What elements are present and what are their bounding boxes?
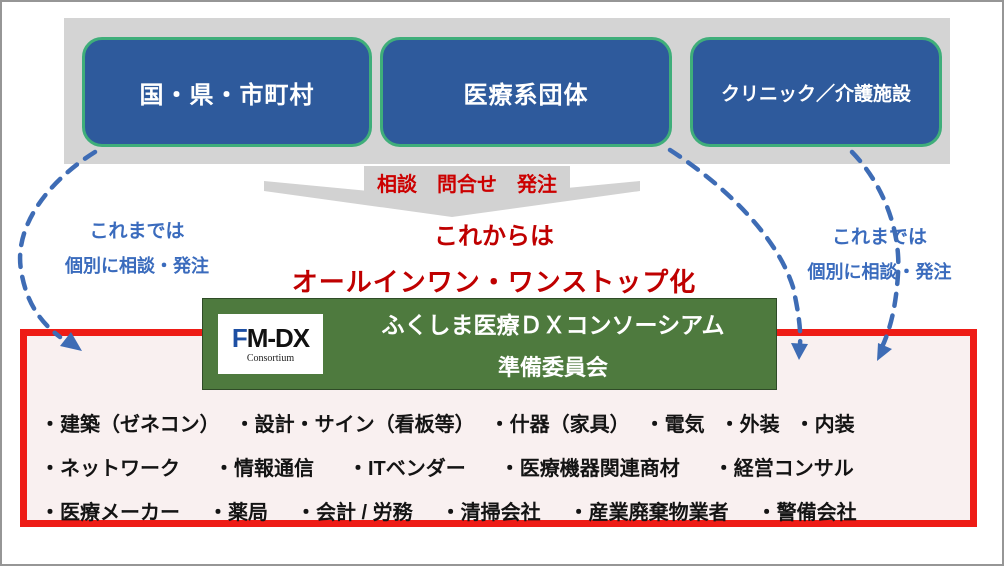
past-note-left-line2: 個別に相談・発注: [65, 256, 209, 276]
future-headline: これからは オールインワン・ワンストップ化: [244, 216, 744, 299]
vendor-item: ・警備会社: [756, 501, 857, 524]
vendor-item: ・建築（ゼネコン）: [40, 413, 220, 436]
fmdx-logo-text: FM-DX: [231, 322, 310, 353]
vendor-item: ・ITベンダー: [348, 457, 466, 480]
vendor-rows: ・建築（ゼネコン） ・設計・サイン（看板等） ・什器（家具） ・電気・外装・内装・ネッ…: [40, 400, 940, 532]
fmdx-logo: FM-DX Consortium: [218, 314, 323, 374]
past-note-left: これまでは 個別に相談・発注: [37, 216, 237, 278]
vendor-item: ・清掃会社: [440, 501, 541, 524]
future-headline-line1: これからは: [434, 223, 554, 250]
vendor-item: ・産業廃棄物業者: [568, 501, 729, 524]
vendor-item: ・薬局: [208, 501, 268, 524]
vendor-item: ・会計 / 労務: [296, 501, 413, 524]
fmdx-logo-f: F: [231, 322, 248, 353]
past-note-right-line2: 個別に相談・発注: [807, 262, 952, 282]
vendor-item: ・経営コンサル: [713, 457, 854, 480]
vendor-item: ・什器（家具）: [489, 413, 630, 436]
banner-label: 相談 問合せ 発注: [377, 174, 557, 196]
box-government-label: 国・県・市町村: [139, 81, 315, 109]
vendor-item: ・医療機器関連商材: [499, 457, 680, 480]
consortium-title: ふくしま医療ＤＸコンソーシアム 準備委員会: [333, 299, 773, 389]
fmdx-logo-subtext: Consortium: [246, 352, 295, 364]
past-note-right-line1: これまでは: [831, 227, 927, 248]
vendor-item: ・ネットワーク: [40, 457, 180, 480]
vendor-item: ・設計・サイン（看板等）: [234, 413, 475, 436]
vendor-row: ・建築（ゼネコン） ・設計・サイン（看板等） ・什器（家具） ・電気・外装・内装: [40, 400, 940, 444]
past-note-right: これまでは 個別に相談・発注: [787, 222, 972, 284]
fmdx-logo-rest: M-DX: [246, 322, 310, 353]
past-note-left-line1: これまでは: [89, 221, 185, 242]
vendor-item: ・電気: [644, 413, 705, 436]
future-headline-line2: オールインワン・ワンストップ化: [291, 267, 697, 297]
vendor-item: ・外装: [719, 413, 780, 436]
box-government: 国・県・市町村: [82, 37, 372, 147]
box-clinics-care-facilities-label: クリニック／介護施設: [720, 83, 911, 105]
consortium-title-line2: 準備委員会: [497, 355, 608, 380]
box-medical-organizations-label: 医療系団体: [463, 81, 589, 109]
vendor-item: ・情報通信: [214, 457, 314, 480]
vendor-row: ・医療メーカー ・薬局 ・会計 / 労務 ・清掃会社 ・産業廃棄物業者 ・警備会社: [40, 488, 940, 532]
vendor-item: ・医療メーカー: [40, 501, 180, 524]
vendor-item: ・内装: [794, 413, 855, 436]
box-medical-organizations: 医療系団体: [380, 37, 672, 147]
consortium-title-line1: ふくしま医療ＤＸコンソーシアム: [381, 312, 725, 338]
consortium-panel: FM-DX Consortium ふくしま医療ＤＸコンソーシアム 準備委員会: [202, 298, 777, 390]
box-clinics-care-facilities: クリニック／介護施設: [690, 37, 942, 147]
vendor-row: ・ネットワーク ・情報通信 ・ITベンダー ・医療機器関連商材 ・経営コンサル: [40, 444, 940, 488]
